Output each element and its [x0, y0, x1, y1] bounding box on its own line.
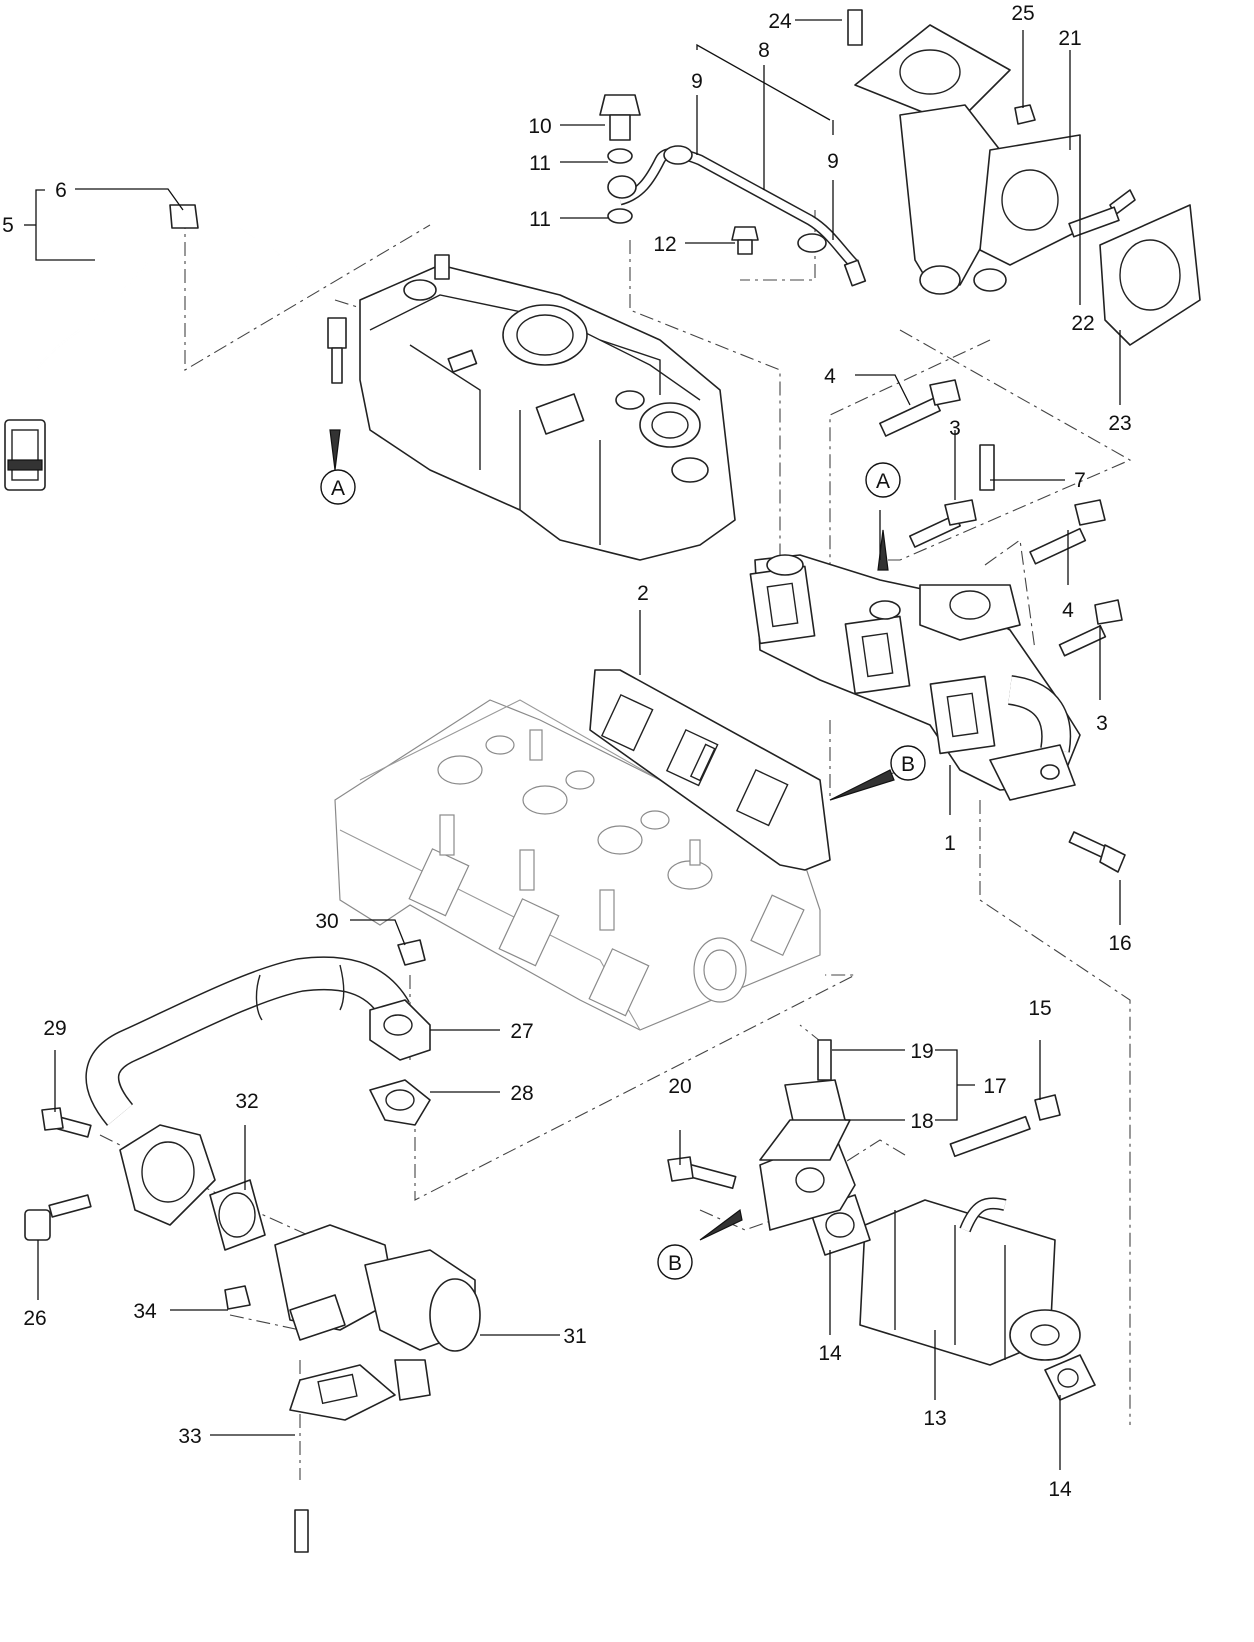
callout-1: 1	[944, 832, 956, 855]
callout-29: 29	[43, 1017, 66, 1040]
ref-circle-a1	[320, 469, 356, 505]
callout-33: 33	[178, 1425, 201, 1448]
callout-32: 32	[235, 1090, 258, 1113]
callout-6: 6	[55, 179, 67, 202]
callout-24: 24	[768, 10, 792, 33]
callout-11-lower: 11	[529, 208, 551, 231]
callout-14-left: 14	[818, 1342, 842, 1365]
callout-3-upper: 3	[949, 417, 961, 440]
callout-11-upper: 11	[529, 152, 551, 175]
callout-9-right: 9	[827, 150, 839, 173]
callout-10: 10	[528, 115, 551, 138]
callout-22: 22	[1071, 312, 1094, 335]
ref-label-b1: B	[901, 753, 915, 776]
egr-cooler	[667, 1039, 1096, 1401]
ref-circle-a2	[865, 462, 901, 498]
callout-labels: 1 2 3 3 4 4 5 6 7 8 9 9 10 11 11 12 13 1…	[2, 2, 1132, 1501]
callout-30: 30	[315, 910, 338, 933]
callout-28: 28	[510, 1082, 533, 1105]
callout-21: 21	[1058, 27, 1081, 50]
manifold-gasket	[589, 669, 831, 871]
valve-cover	[359, 254, 736, 561]
callout-23: 23	[1108, 412, 1131, 435]
callout-20: 20	[668, 1075, 691, 1098]
ref-label-a1: A	[331, 477, 345, 500]
leader-lines	[24, 19, 1121, 1470]
callout-8: 8	[758, 39, 770, 62]
callout-18: 18	[910, 1110, 933, 1133]
temperature-sensor-harness	[4, 204, 347, 491]
callout-25: 25	[1011, 2, 1034, 25]
callout-4-lower: 4	[1062, 599, 1074, 622]
callout-16: 16	[1108, 932, 1131, 955]
cylinder-head	[334, 699, 821, 1031]
callout-5: 5	[2, 214, 14, 237]
egr-pipe-assembly	[599, 94, 867, 287]
ref-circle-b1	[890, 745, 926, 781]
callout-14-right: 14	[1048, 1478, 1072, 1501]
callout-7: 7	[1074, 469, 1086, 492]
egr-tube-assembly	[24, 939, 431, 1251]
callout-12: 12	[653, 233, 676, 256]
ref-label-b2: B	[668, 1252, 682, 1275]
egr-valve	[224, 1224, 481, 1553]
ref-circle-b2	[657, 1244, 693, 1280]
callout-34: 34	[133, 1300, 157, 1323]
callout-27: 27	[510, 1020, 533, 1043]
callout-13: 13	[923, 1407, 946, 1430]
callout-17: 17	[983, 1075, 1006, 1098]
ref-label-a2: A	[876, 470, 890, 493]
callout-2: 2	[637, 582, 649, 605]
callout-3-lower: 3	[1096, 712, 1108, 735]
callout-19: 19	[910, 1040, 933, 1063]
reference-circles: A A B B	[320, 462, 926, 1280]
callout-9-left: 9	[691, 70, 703, 93]
callout-26: 26	[23, 1307, 46, 1330]
exhaust-manifold	[749, 379, 1126, 873]
callout-31: 31	[563, 1325, 586, 1348]
exhaust-elbow	[847, 9, 1201, 346]
callout-15: 15	[1028, 997, 1051, 1020]
callout-4-upper: 4	[824, 365, 836, 388]
